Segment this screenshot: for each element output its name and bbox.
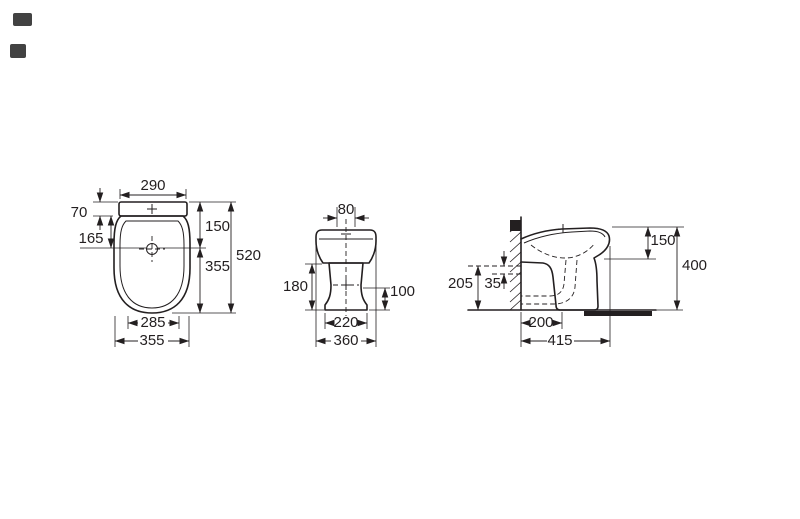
corner-mark-2 bbox=[10, 44, 26, 58]
side-dim-overall-depth: 415 bbox=[547, 332, 572, 349]
plan-dim-overall-width: 355 bbox=[139, 332, 164, 349]
front-dimensions bbox=[305, 207, 390, 347]
front-dim-spud-width: 80 bbox=[338, 201, 355, 218]
plan-dim-tap-offset: 165 bbox=[78, 230, 103, 247]
front-outline bbox=[315, 219, 377, 316]
front-view: 80 180 100 220 360 bbox=[283, 201, 415, 349]
front-dim-right-height: 100 bbox=[390, 283, 415, 300]
side-dim-rim-drop: 150 bbox=[650, 232, 675, 249]
side-dim-outlet-depth: 200 bbox=[528, 314, 553, 331]
plan-dim-total-depth: 520 bbox=[236, 247, 261, 264]
plan-view: 290 70 165 150 355 520 285 355 bbox=[71, 177, 261, 349]
side-view: 150 400 205 35 200 415 bbox=[448, 216, 707, 349]
front-dim-overall-width: 360 bbox=[333, 332, 358, 349]
plan-dim-base-width: 285 bbox=[140, 314, 165, 331]
plan-dim-top-width: 290 bbox=[140, 177, 165, 194]
side-dim-inlet-offset: 35 bbox=[484, 275, 501, 292]
side-dimensions bbox=[474, 226, 684, 347]
floor-section-strip bbox=[584, 311, 652, 316]
plan-dim-lower-depth: 355 bbox=[205, 258, 230, 275]
plan-dim-ledge-depth: 70 bbox=[71, 204, 88, 221]
trap-hidden-line-2 bbox=[521, 259, 578, 305]
front-dim-left-height: 180 bbox=[283, 278, 308, 295]
wall-section-block bbox=[510, 220, 521, 231]
plan-outline bbox=[113, 201, 191, 314]
trap-hidden-line-1 bbox=[521, 259, 567, 297]
front-dim-base-width: 220 bbox=[333, 314, 358, 331]
side-outline bbox=[466, 224, 611, 311]
side-dim-outlet-height: 205 bbox=[448, 275, 473, 292]
side-wall-floor bbox=[467, 216, 657, 316]
bowl-hidden-line bbox=[530, 242, 596, 259]
plan-dimensions bbox=[80, 188, 236, 347]
corner-mark-1 bbox=[13, 13, 32, 26]
plan-dim-upper-depth: 150 bbox=[205, 218, 230, 235]
side-dim-overall-height: 400 bbox=[682, 257, 707, 274]
